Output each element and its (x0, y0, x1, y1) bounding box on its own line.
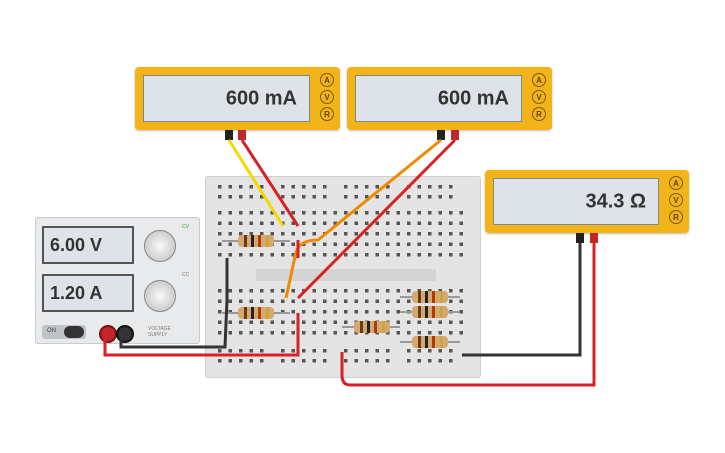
resistor-2[interactable] (222, 307, 290, 319)
wire-black-meter3[interactable] (462, 243, 582, 357)
meter-3-black-probe[interactable] (576, 233, 584, 243)
meter-2-red-probe[interactable] (451, 130, 459, 140)
wire-red-meter1[interactable] (240, 139, 300, 227)
wire-red-meter2[interactable] (296, 138, 457, 300)
supply-brand-label: VOLTAGE SUPPLY (148, 326, 171, 338)
multimeter-1[interactable]: 600 mA A V R (135, 67, 340, 130)
mode-resistance-button[interactable]: R (532, 107, 546, 121)
mode-amps-button[interactable]: A (532, 73, 546, 87)
cc-indicator: CC (182, 272, 190, 278)
wire-orange[interactable] (284, 138, 442, 299)
multimeter-1-reading: 600 mA (225, 87, 297, 109)
meter-2-black-probe[interactable] (437, 130, 445, 140)
wire-black-supply[interactable] (119, 299, 229, 349)
resistor-5[interactable] (342, 321, 400, 333)
mode-resistance-button[interactable]: R (320, 107, 334, 121)
resistor-3[interactable] (400, 291, 460, 303)
power-switch[interactable]: ON (42, 325, 86, 339)
power-supply[interactable]: 6.00 V 1.20 A CV CC ON VOLTAGE SUPPLY (35, 217, 200, 344)
voltage-knob[interactable] (144, 230, 176, 262)
mode-volts-button[interactable]: V (320, 90, 334, 104)
multimeter-3-reading: 34.3 Ω (585, 190, 646, 212)
current-knob[interactable] (144, 280, 176, 312)
resistor-6[interactable] (400, 336, 460, 348)
meter-1-black-probe[interactable] (225, 130, 233, 140)
multimeter-3-display: 34.3 Ω (493, 178, 659, 225)
mode-resistance-button[interactable]: R (669, 210, 683, 224)
mode-amps-button[interactable]: A (320, 73, 334, 87)
meter-3-red-probe[interactable] (590, 233, 598, 243)
wire-red-supply[interactable] (103, 313, 300, 357)
multimeter-2-display: 600 mA (355, 75, 522, 122)
multimeter-2-reading: 600 mA (437, 87, 509, 109)
resistor-1[interactable] (222, 235, 290, 247)
mode-volts-button[interactable]: V (669, 193, 683, 207)
power-switch-toggle[interactable] (64, 326, 84, 338)
meter-1-red-probe[interactable] (238, 130, 246, 140)
cv-indicator: CV (182, 224, 189, 230)
multimeter-3[interactable]: 34.3 Ω A V R (485, 170, 689, 233)
voltage-display: 6.00 V (42, 226, 134, 264)
current-display: 1.20 A (42, 274, 134, 312)
mode-volts-button[interactable]: V (532, 90, 546, 104)
wire-red-meter3[interactable] (340, 243, 596, 387)
breadboard[interactable] (205, 176, 481, 378)
wire-yellow[interactable] (227, 139, 285, 227)
mode-amps-button[interactable]: A (669, 176, 683, 190)
power-switch-label: ON (47, 328, 56, 334)
multimeter-1-display: 600 mA (143, 75, 310, 122)
multimeter-2[interactable]: 600 mA A V R (347, 67, 552, 130)
resistor-4[interactable] (400, 306, 460, 318)
